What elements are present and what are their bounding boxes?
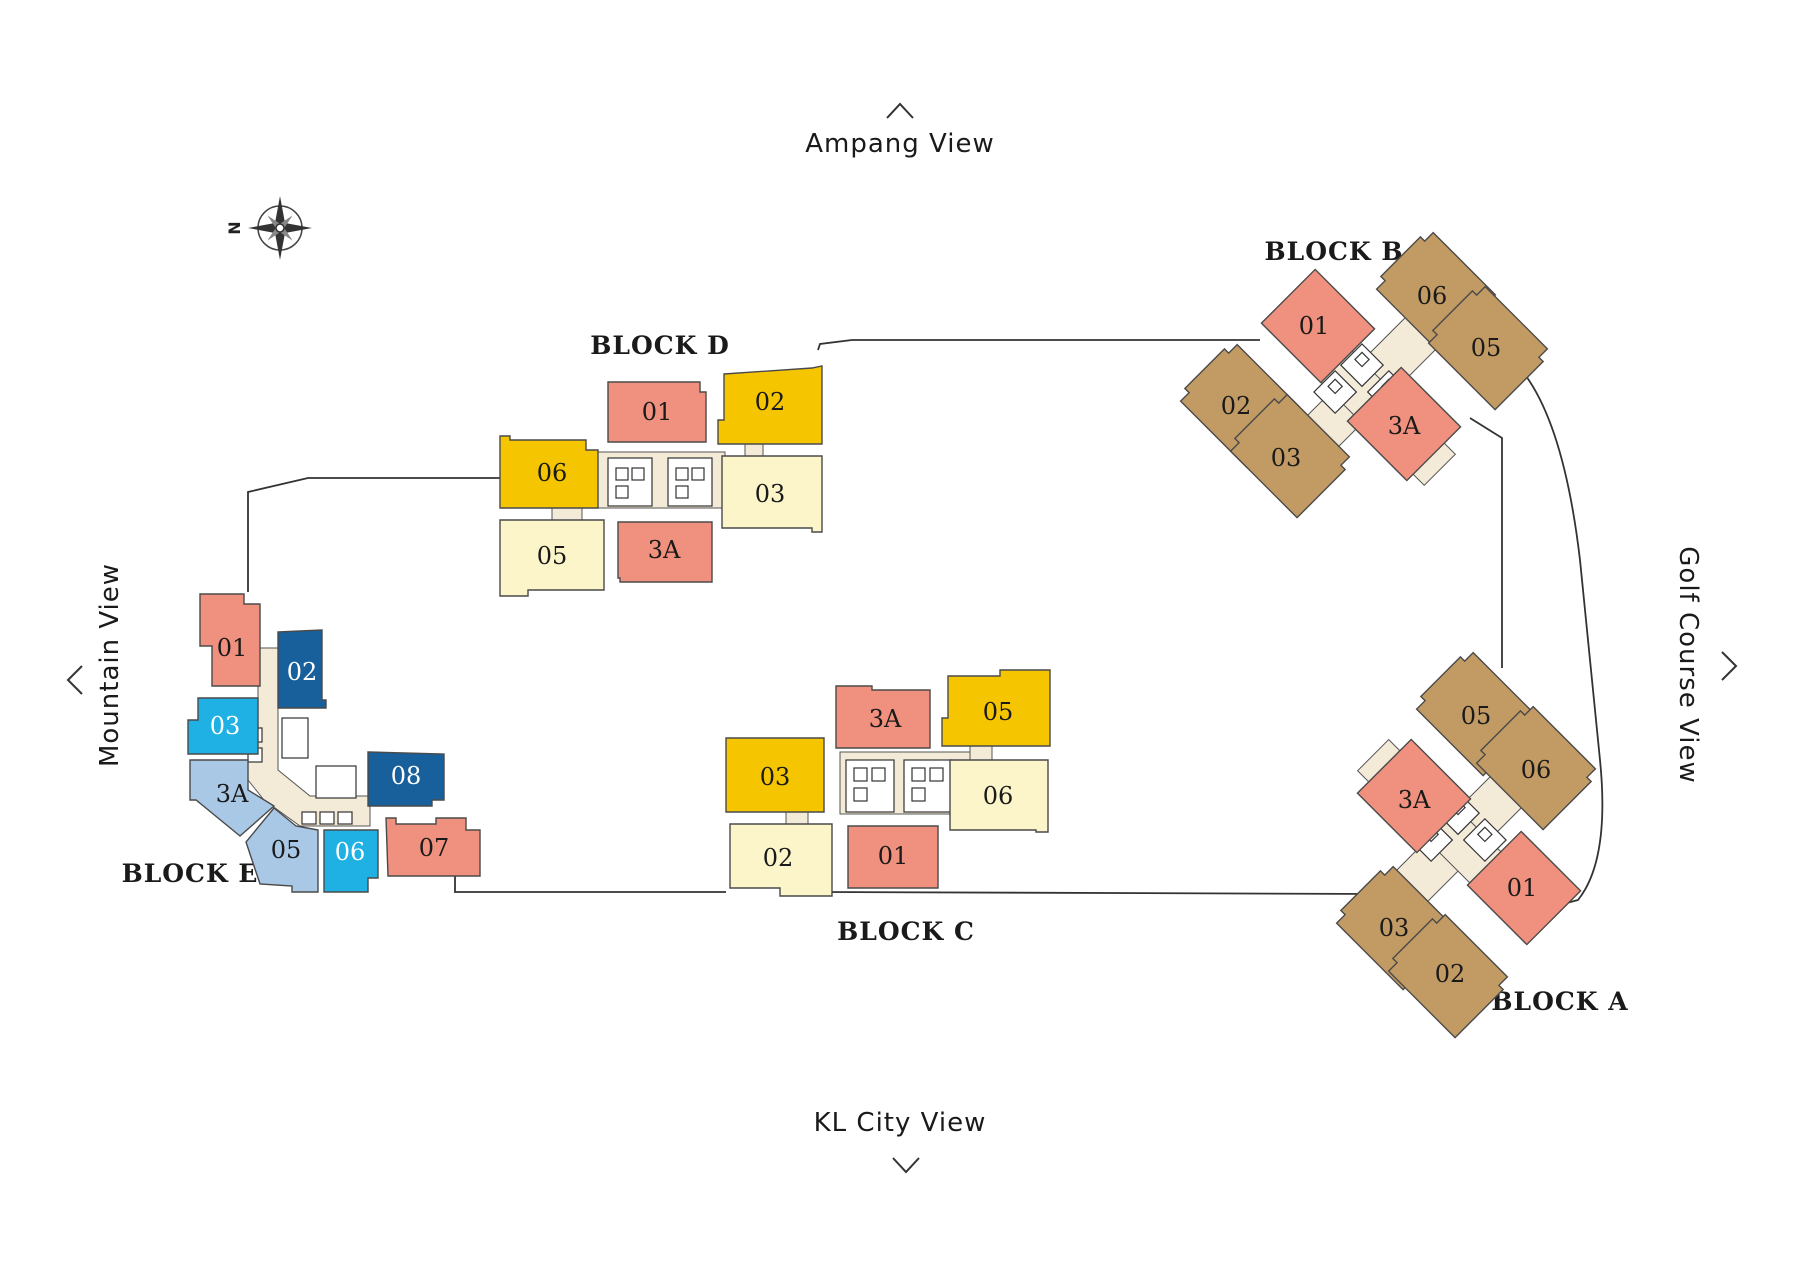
- block-d-unit-01[interactable]: 01: [607, 381, 707, 443]
- block-d-core: [607, 457, 713, 507]
- block-b-unit-05[interactable]: 05: [1424, 282, 1551, 411]
- unit-label: 3A: [648, 536, 681, 564]
- block-a-unit-3a[interactable]: 3A: [1356, 738, 1472, 854]
- block-c-unit-01[interactable]: 01: [847, 825, 939, 889]
- unit-label: 05: [537, 542, 568, 570]
- block-d-unit-05[interactable]: 05: [499, 519, 605, 597]
- block-a-label: BLOCK A: [1491, 987, 1628, 1016]
- block-c-label: BLOCK C: [837, 917, 975, 946]
- block-e-unit-01[interactable]: 01: [199, 593, 261, 687]
- block-d-unit-03[interactable]: 03: [721, 455, 823, 533]
- block-d: BLOCK D 01 02 06 03: [499, 331, 823, 597]
- south-view-indicator: KL City View: [814, 1108, 987, 1174]
- block-e-core: [247, 717, 357, 825]
- block-a: BLOCK A 05 06 3A 01: [1335, 651, 1628, 1039]
- unit-label: 03: [1271, 444, 1302, 472]
- compass: N: [225, 196, 312, 260]
- block-b-unit-03[interactable]: 03: [1226, 390, 1353, 519]
- unit-label: 06: [537, 459, 568, 487]
- unit-label: 3A: [1388, 412, 1421, 440]
- chevron-left-icon: [66, 665, 83, 695]
- block-e-unit-02[interactable]: 02: [277, 629, 327, 709]
- block-e-unit-3a[interactable]: 3A: [189, 759, 276, 837]
- block-e-unit-03[interactable]: 03: [187, 697, 259, 755]
- unit-label: 3A: [216, 780, 249, 808]
- block-e-unit-06[interactable]: 06: [323, 829, 379, 893]
- block-c-unit-06[interactable]: 06: [949, 759, 1049, 833]
- block-c-unit-3a[interactable]: 3A: [835, 685, 931, 749]
- block-e-unit-08[interactable]: 08: [367, 751, 445, 807]
- unit-label: 01: [1299, 312, 1330, 340]
- unit-label: 06: [983, 782, 1014, 810]
- unit-label: 03: [210, 712, 241, 740]
- south-view-label: KL City View: [814, 1108, 987, 1138]
- block-e: BLOCK E 01 02 03 3A 0: [122, 593, 481, 893]
- block-c-unit-03[interactable]: 03: [725, 737, 825, 813]
- unit-label: 3A: [1398, 786, 1431, 814]
- block-e-unit-05[interactable]: 05: [245, 807, 319, 893]
- block-d-unit-06[interactable]: 06: [499, 435, 599, 509]
- unit-label: 02: [1435, 960, 1466, 988]
- unit-label: 3A: [869, 705, 902, 733]
- block-d-unit-02[interactable]: 02: [717, 365, 823, 445]
- west-view-label: Mountain View: [95, 563, 125, 767]
- unit-label: 06: [335, 838, 366, 866]
- unit-label: 03: [755, 480, 786, 508]
- unit-label: 01: [642, 398, 673, 426]
- chevron-up-icon: [886, 102, 914, 119]
- block-e-unit-07[interactable]: 07: [385, 817, 481, 877]
- unit-label: 03: [760, 763, 791, 791]
- chevron-down-icon: [892, 1157, 920, 1174]
- block-a-unit-02[interactable]: 02: [1384, 910, 1511, 1039]
- block-e-label: BLOCK E: [122, 859, 259, 888]
- west-view-indicator: Mountain View: [66, 563, 125, 767]
- block-b-label: BLOCK B: [1265, 237, 1404, 266]
- block-c-core: [845, 759, 953, 813]
- unit-label: 06: [1417, 282, 1448, 310]
- unit-label: 05: [1461, 702, 1492, 730]
- north-view-label: Ampang View: [805, 129, 995, 159]
- unit-label: 03: [1379, 914, 1410, 942]
- unit-label: 05: [271, 836, 302, 864]
- block-b-unit-01[interactable]: 01: [1260, 268, 1376, 384]
- unit-label: 05: [1471, 334, 1502, 362]
- block-c: BLOCK C 3A 05 03 06: [725, 669, 1051, 946]
- east-view-indicator: Golf Course View: [1673, 546, 1738, 784]
- unit-label: 07: [419, 834, 450, 862]
- block-c-unit-05[interactable]: 05: [941, 669, 1051, 747]
- unit-label: 02: [1221, 392, 1252, 420]
- block-b: BLOCK B 06 01 05 02: [1179, 231, 1551, 519]
- block-c-unit-02[interactable]: 02: [729, 823, 833, 897]
- unit-label: 02: [755, 388, 786, 416]
- compass-north-letter: N: [225, 221, 244, 234]
- block-a-unit-06[interactable]: 06: [1472, 702, 1599, 831]
- block-d-unit-3a[interactable]: 3A: [617, 521, 713, 583]
- block-b-unit-3a[interactable]: 3A: [1346, 366, 1462, 482]
- chevron-right-icon: [1721, 651, 1738, 681]
- unit-label: 05: [983, 698, 1014, 726]
- unit-label: 01: [1507, 874, 1538, 902]
- unit-label: 08: [391, 762, 422, 790]
- unit-label: 02: [763, 844, 794, 872]
- block-a-unit-01[interactable]: 01: [1466, 830, 1582, 946]
- unit-label: 01: [217, 634, 248, 662]
- block-d-label: BLOCK D: [590, 331, 730, 360]
- north-view-indicator: Ampang View: [805, 102, 995, 159]
- unit-label: 06: [1521, 756, 1552, 784]
- east-view-label: Golf Course View: [1673, 546, 1703, 783]
- unit-label: 01: [878, 842, 909, 870]
- unit-label: 02: [287, 658, 318, 686]
